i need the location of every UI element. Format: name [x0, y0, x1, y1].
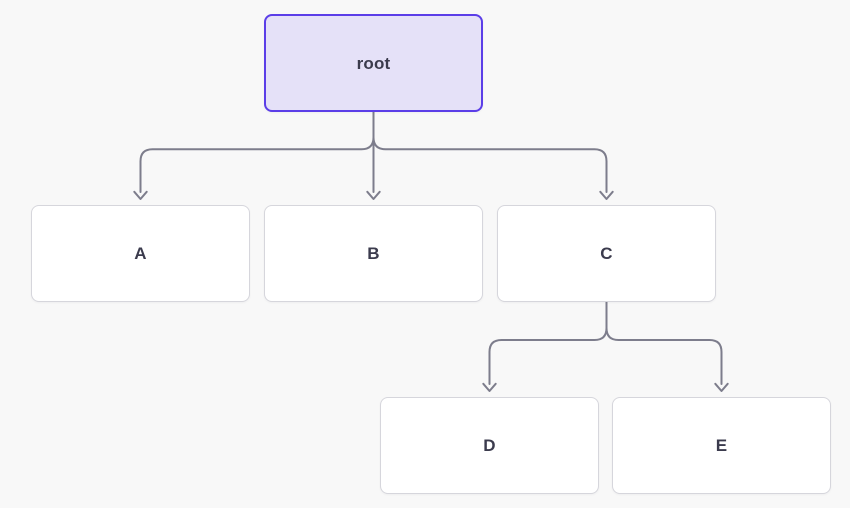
node-label-b: B: [367, 244, 380, 263]
node-root[interactable]: root: [264, 14, 483, 112]
arrowhead-root-C: [599, 190, 614, 200]
node-label-c: C: [600, 244, 613, 263]
arrowhead-C-D: [482, 382, 497, 392]
node-label-e: E: [715, 436, 728, 455]
node-a[interactable]: A: [31, 205, 250, 302]
node-c[interactable]: C: [497, 205, 716, 302]
edge-C-D: [488, 301, 608, 385]
edge-C-E: [605, 301, 723, 385]
node-label-d: D: [483, 436, 496, 455]
node-label-a: A: [134, 244, 147, 263]
node-e[interactable]: E: [612, 397, 831, 494]
arrowhead-C-E: [714, 382, 729, 392]
node-d[interactable]: D: [380, 397, 599, 494]
arrowhead-root-B: [366, 190, 381, 200]
node-label-root: root: [356, 53, 391, 73]
node-b[interactable]: B: [264, 205, 483, 302]
edge-root-C: [372, 111, 608, 193]
edge-root-A: [139, 111, 375, 193]
arrowhead-root-A: [133, 190, 148, 200]
